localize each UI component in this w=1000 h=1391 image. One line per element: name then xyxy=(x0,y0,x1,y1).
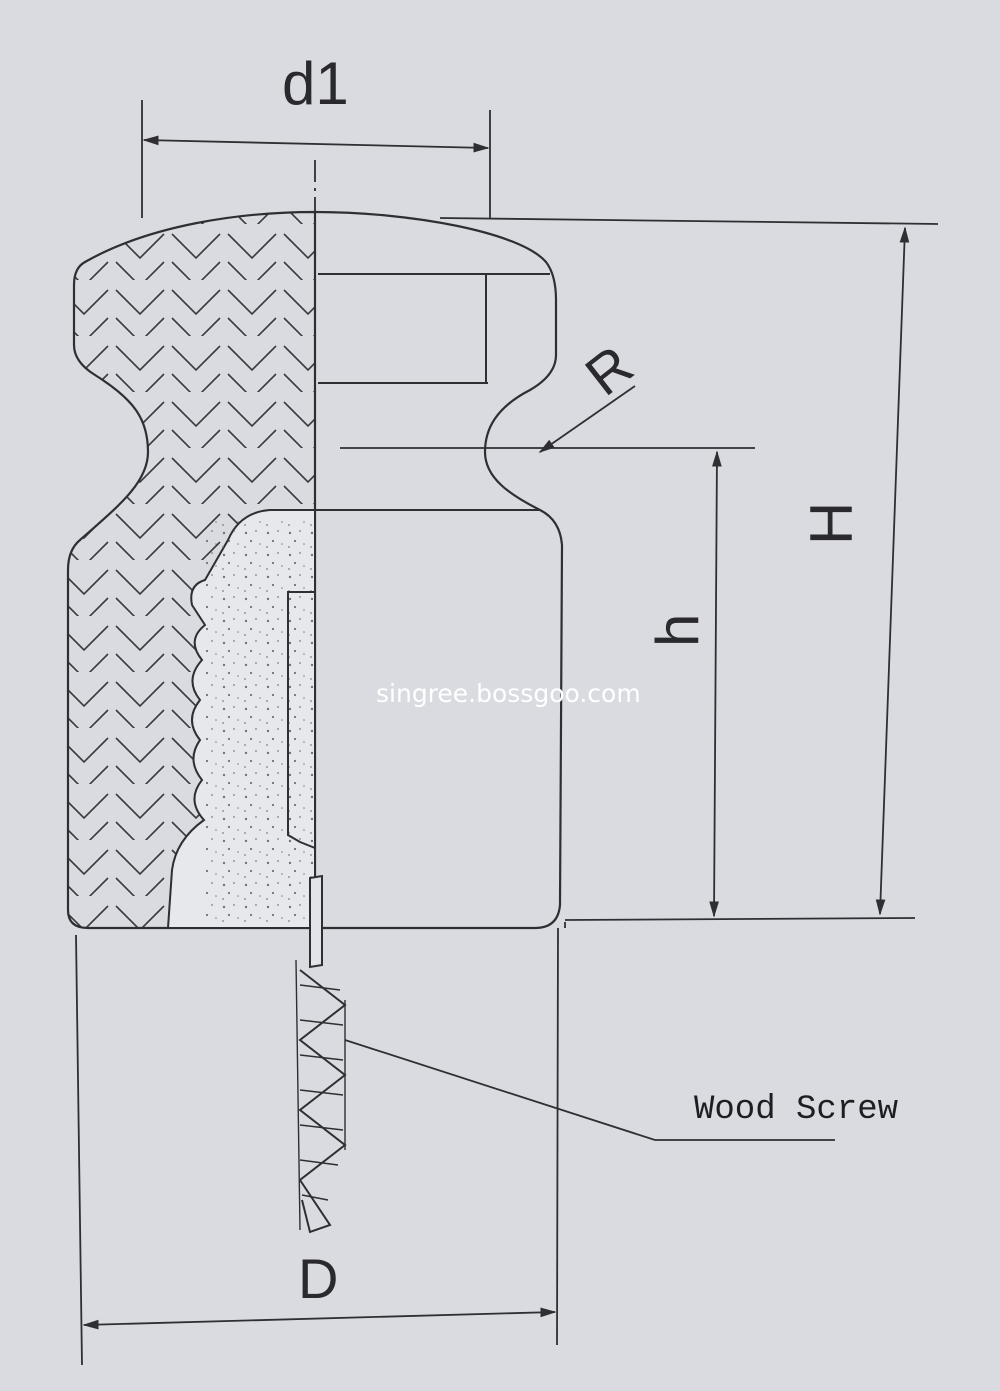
label-h: h xyxy=(644,614,711,647)
label-D: D xyxy=(298,1247,338,1310)
wood-screw-leader xyxy=(344,1039,835,1141)
label-d1: d1 xyxy=(282,50,349,117)
dim-d1 xyxy=(141,100,491,218)
insulator-outline-right xyxy=(314,210,564,930)
dim-D xyxy=(75,922,566,1366)
bore-channel xyxy=(287,591,316,849)
dim-R-leader xyxy=(538,385,636,453)
wood-screw xyxy=(295,874,347,1234)
cavity-stipple xyxy=(205,520,313,925)
label-wood-screw: Wood Screw xyxy=(694,1091,899,1129)
dim-H xyxy=(439,217,939,921)
label-H: H xyxy=(798,502,865,545)
watermark-text: singree.bossgoo.com xyxy=(376,679,641,708)
